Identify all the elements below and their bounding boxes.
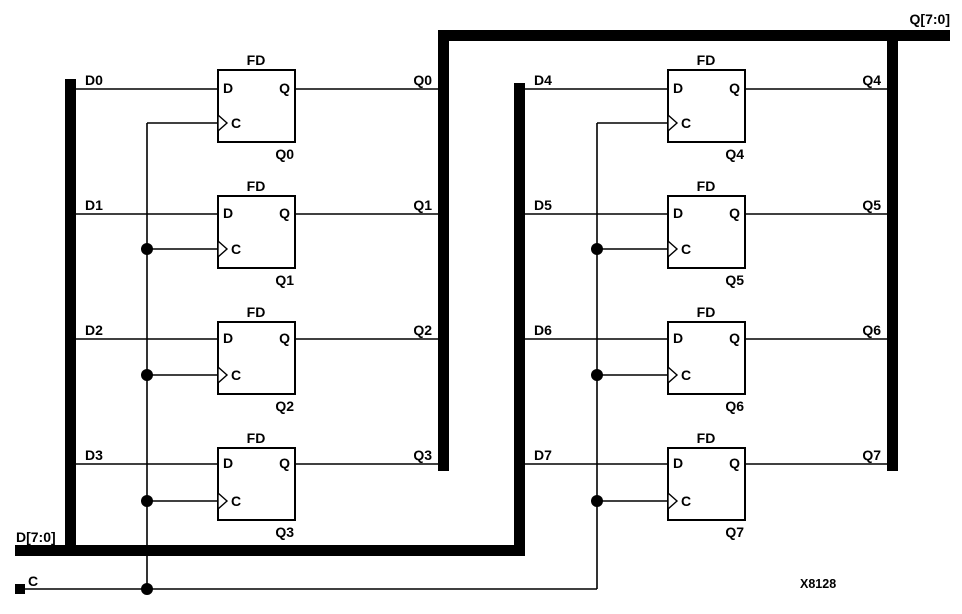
ff-body (667, 321, 746, 395)
clock-label: C (28, 573, 38, 589)
instance-label: Q2 (275, 398, 294, 414)
pin-label-d: D (673, 205, 683, 221)
net-label-d6: D6 (534, 322, 552, 338)
flipflop-q0: FD D Q C Q0 D0 Q0 (76, 52, 438, 162)
d-bus-vertical-left (65, 79, 76, 556)
flipflop-q7: FD D Q C Q7 D7 Q7 (525, 430, 887, 540)
net-label-d4: D4 (534, 72, 552, 88)
pin-label-d: D (223, 80, 233, 96)
net-label-q5: Q5 (862, 197, 881, 213)
ff-type-label: FD (247, 304, 266, 320)
ff-body (667, 447, 746, 521)
flipflop-q5: FD D Q C Q5 D5 Q5 (525, 178, 887, 288)
pin-label-c: C (231, 241, 241, 257)
clock-wedge-icon (217, 365, 229, 385)
pin-label-q: Q (279, 205, 290, 221)
pin-label-q: Q (729, 80, 740, 96)
d-bus-horizontal (15, 545, 525, 556)
pin-label-c: C (681, 493, 691, 509)
instance-label: Q6 (725, 398, 744, 414)
q-bus-horizontal (438, 30, 950, 41)
pin-label-d: D (673, 80, 683, 96)
instance-label: Q1 (275, 272, 294, 288)
ff-body (217, 447, 296, 521)
ff-body (667, 195, 746, 269)
flipflop-q6: FD D Q C Q6 D6 Q6 (525, 304, 887, 414)
pin-label-d: D (223, 330, 233, 346)
net-label-d0: D0 (85, 72, 103, 88)
ff-body (217, 195, 296, 269)
instance-label: Q7 (725, 524, 744, 540)
clock-wedge-icon (217, 491, 229, 511)
pin-label-c: C (681, 367, 691, 383)
clock-wedge-icon (667, 491, 679, 511)
pin-label-q: Q (279, 80, 290, 96)
net-label-q7: Q7 (862, 447, 881, 463)
q-bus-label: Q[7:0] (910, 11, 950, 27)
pin-label-q: Q (279, 455, 290, 471)
net-label-q6: Q6 (862, 322, 881, 338)
flipflop-q4: FD D Q C Q4 D4 Q4 (525, 52, 887, 162)
instance-label: Q5 (725, 272, 744, 288)
q-bus-vertical-left (438, 30, 449, 471)
net-label-d3: D3 (85, 447, 103, 463)
flipflop-q1: FD D Q C Q1 D1 Q1 (76, 178, 438, 288)
net-label-d7: D7 (534, 447, 552, 463)
pin-label-c: C (231, 493, 241, 509)
clock-wedge-icon (667, 365, 679, 385)
flipflop-q2: FD D Q C Q2 D2 Q2 (76, 304, 438, 414)
clock-wedge-icon (667, 113, 679, 133)
instance-label: Q0 (275, 146, 294, 162)
pin-label-q: Q (729, 455, 740, 471)
pin-label-q: Q (729, 205, 740, 221)
pin-label-d: D (673, 330, 683, 346)
pin-label-d: D (223, 455, 233, 471)
clock-wedge-icon (217, 113, 229, 133)
net-label-d1: D1 (85, 197, 103, 213)
pin-label-c: C (231, 367, 241, 383)
ff-type-label: FD (697, 304, 716, 320)
net-label-q1: Q1 (413, 197, 432, 213)
pin-label-c: C (681, 241, 691, 257)
pin-label-d: D (673, 455, 683, 471)
pin-label-q: Q (729, 330, 740, 346)
net-label-q0: Q0 (413, 72, 432, 88)
part-number: X8128 (800, 577, 836, 591)
pin-label-c: C (231, 115, 241, 131)
clock-wedge-icon (217, 239, 229, 259)
ff-type-label: FD (247, 178, 266, 194)
net-label-d5: D5 (534, 197, 552, 213)
pin-label-q: Q (279, 330, 290, 346)
ff-type-label: FD (697, 430, 716, 446)
pin-label-d: D (223, 205, 233, 221)
flipflop-q3: FD D Q C Q3 D3 Q3 (76, 430, 438, 540)
d-bus-label: D[7:0] (16, 529, 56, 545)
net-label-q4: Q4 (862, 72, 881, 88)
clock-input-terminal (15, 584, 25, 594)
instance-label: Q4 (725, 146, 744, 162)
ff-type-label: FD (247, 52, 266, 68)
ff-type-label: FD (247, 430, 266, 446)
ff-body (667, 69, 746, 143)
ff-body (217, 321, 296, 395)
net-label-d2: D2 (85, 322, 103, 338)
clock-wedge-icon (667, 239, 679, 259)
instance-label: Q3 (275, 524, 294, 540)
net-label-q3: Q3 (413, 447, 432, 463)
ff-type-label: FD (697, 178, 716, 194)
clock-junction-dot (141, 583, 153, 595)
pin-label-c: C (681, 115, 691, 131)
ff-body (217, 69, 296, 143)
net-label-q2: Q2 (413, 322, 432, 338)
q-bus-vertical-right (887, 30, 898, 471)
d-bus-vertical-right (514, 83, 525, 556)
ff-type-label: FD (697, 52, 716, 68)
